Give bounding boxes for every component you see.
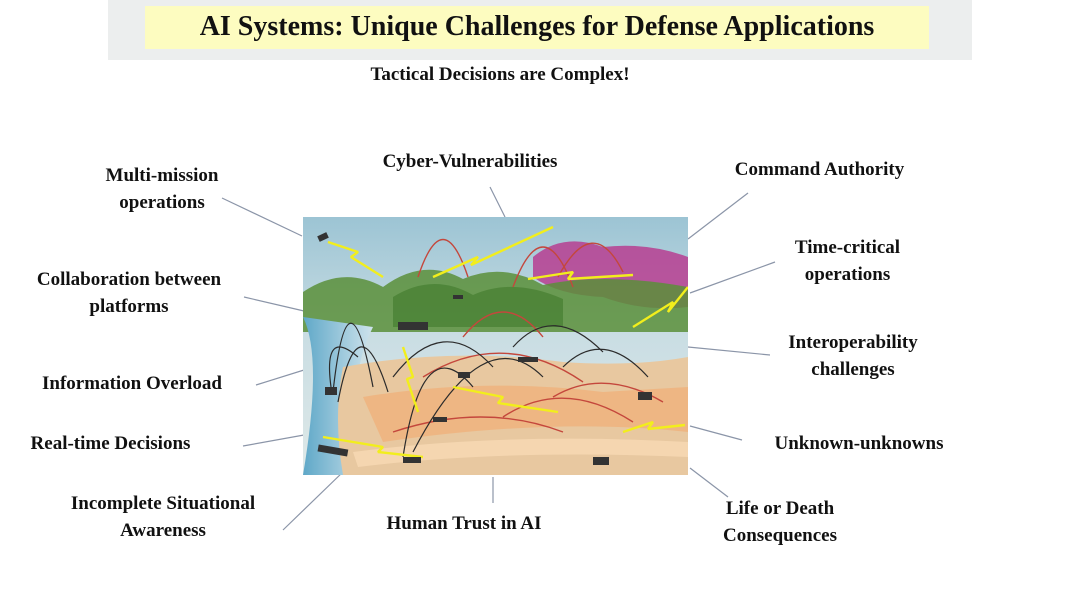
- label-unknown-unknowns: Unknown-unknowns: [774, 433, 944, 454]
- lightning-bolts: [322, 225, 688, 459]
- page-title: AI Systems: Unique Challenges for Defens…: [199, 11, 875, 42]
- label-multi-mission: Multi-mission operations: [77, 162, 247, 216]
- label-time-critical-line2: operations: [804, 264, 891, 285]
- label-real-time-decisions: Real-time Decisions: [30, 433, 191, 454]
- red-arcs: [392, 238, 664, 433]
- title-highlight: [145, 6, 929, 49]
- connector-unknown: [689, 425, 743, 441]
- connector-cyber: [489, 186, 506, 218]
- connector-information-overload: [255, 369, 305, 386]
- label-collaboration-line2: platforms: [89, 296, 169, 317]
- label-life-death-line2: Consequences: [722, 525, 837, 546]
- label-life-death: Life or Death Consequences: [700, 495, 860, 549]
- connector-collaboration: [243, 296, 305, 312]
- label-time-critical: Time-critical operations: [770, 234, 925, 288]
- connector-life-death: [689, 467, 729, 498]
- label-cyber-vulnerabilities: Cyber-Vulnerabilities: [382, 151, 558, 172]
- page-subtitle: Tactical Decisions are Complex!: [370, 64, 630, 85]
- label-human-trust: Human Trust in AI: [386, 513, 542, 534]
- label-multi-mission-line2: operations: [119, 192, 205, 213]
- connector-interoperability: [687, 346, 771, 356]
- connector-multi-mission: [221, 197, 303, 237]
- battlefield-illustration: [303, 217, 688, 475]
- label-incomplete-awareness: Incomplete Situational Awareness: [47, 490, 279, 544]
- label-command-authority: Command Authority: [734, 159, 905, 180]
- label-information-overload: Information Overload: [42, 373, 222, 394]
- connector-time-critical: [689, 261, 776, 294]
- label-interoperability-line2: challenges: [811, 359, 895, 380]
- label-interoperability-line1: Interoperability: [788, 332, 918, 353]
- label-life-death-line1: Life or Death: [725, 498, 835, 519]
- connector-real-time: [242, 434, 305, 447]
- label-interoperability: Interoperability challenges: [768, 329, 938, 383]
- label-multi-mission-line1: Multi-mission: [105, 165, 219, 186]
- label-collaboration-line1: Collaboration between: [36, 269, 222, 290]
- dark-arcs: [328, 322, 649, 458]
- connector-incomplete: [282, 469, 346, 531]
- label-time-critical-line1: Time-critical: [794, 237, 901, 258]
- road: [353, 438, 688, 467]
- connector-command-authority: [687, 192, 749, 240]
- sand-band: [363, 385, 688, 442]
- label-incomplete-line2: Awareness: [120, 520, 206, 541]
- label-collaboration: Collaboration between platforms: [14, 266, 244, 320]
- vehicles: [317, 232, 652, 465]
- label-incomplete-line1: Incomplete Situational: [70, 493, 256, 514]
